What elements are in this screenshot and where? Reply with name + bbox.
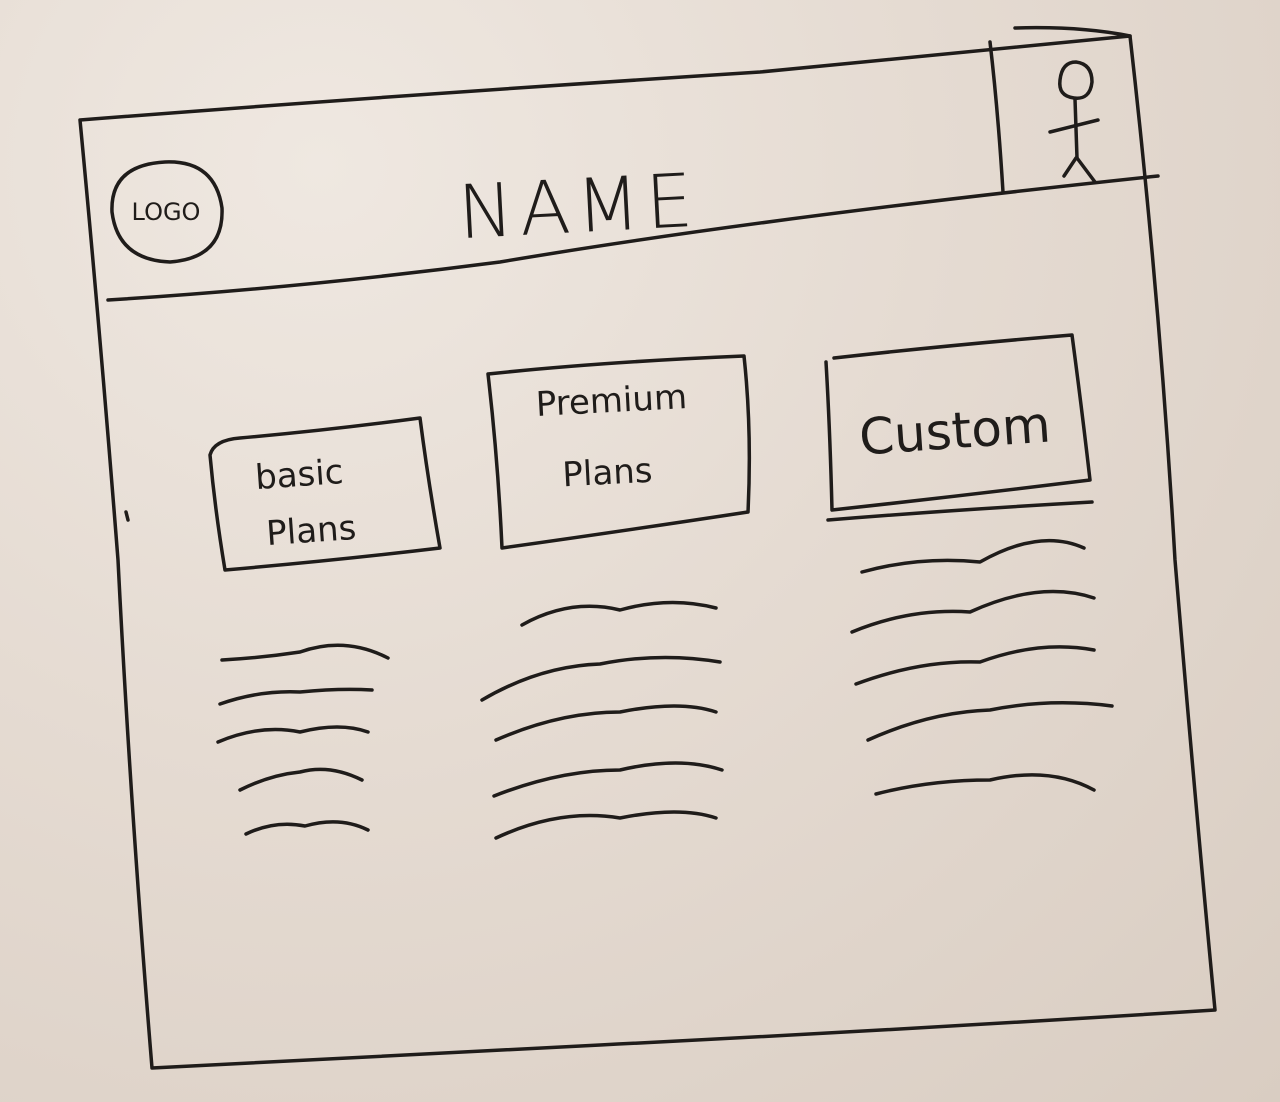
- header: LOGO NAME: [110, 40, 1100, 264]
- site-name: NAME: [456, 158, 701, 256]
- squiggle-line: [244, 820, 370, 836]
- premium-plans-box: [486, 354, 752, 550]
- squiggle-line: [860, 538, 1086, 574]
- plan-column-basic: basic Plans: [208, 416, 442, 836]
- header-divider: [106, 174, 1160, 302]
- basic-plans-label-line2: Plans: [265, 508, 358, 554]
- plan-column-premium: Premium Plans: [480, 354, 752, 840]
- account-box-divider: [988, 40, 1005, 194]
- window-frame: [78, 34, 1217, 1070]
- logo-label: LOGO: [132, 198, 201, 226]
- basic-plans-label-line1: basic: [254, 452, 345, 498]
- custom-plans-label: Custom: [857, 395, 1052, 466]
- custom-underline: [826, 500, 1094, 522]
- custom-plans-button[interactable]: Custom: [824, 333, 1092, 512]
- squiggle-line: [218, 687, 374, 706]
- squiggle-line: [220, 643, 390, 662]
- squiggle-line: [216, 725, 370, 744]
- squiggle-line: [854, 645, 1096, 686]
- squiggle-line: [874, 773, 1096, 796]
- squiggle-line: [480, 655, 722, 702]
- squiggle-line: [866, 701, 1114, 742]
- squiggle-line: [850, 589, 1096, 634]
- account-button[interactable]: [988, 40, 1100, 194]
- logo-circle: [110, 160, 224, 264]
- squiggle-line: [238, 767, 364, 792]
- premium-plans-label-line1: Premium: [535, 377, 688, 425]
- frame-mark: [124, 510, 130, 522]
- squiggle-line: [520, 600, 718, 627]
- logo[interactable]: LOGO: [110, 160, 224, 264]
- basic-plans-description: [216, 643, 390, 836]
- squiggle-line: [494, 810, 718, 840]
- custom-plans-description: [850, 538, 1114, 796]
- window-frame-top-edge: [1013, 25, 1132, 38]
- premium-plans-label-line2: Plans: [561, 451, 653, 496]
- squiggle-line: [494, 704, 718, 742]
- plan-column-custom: Custom: [824, 333, 1114, 796]
- premium-plans-description: [480, 600, 724, 840]
- basic-plans-button[interactable]: basic Plans: [208, 416, 442, 572]
- premium-plans-button[interactable]: Premium Plans: [486, 354, 752, 550]
- squiggle-line: [492, 761, 724, 798]
- custom-plans-box: [824, 333, 1092, 512]
- basic-plans-box: [208, 416, 442, 572]
- stick-figure-user-icon: [1048, 60, 1100, 184]
